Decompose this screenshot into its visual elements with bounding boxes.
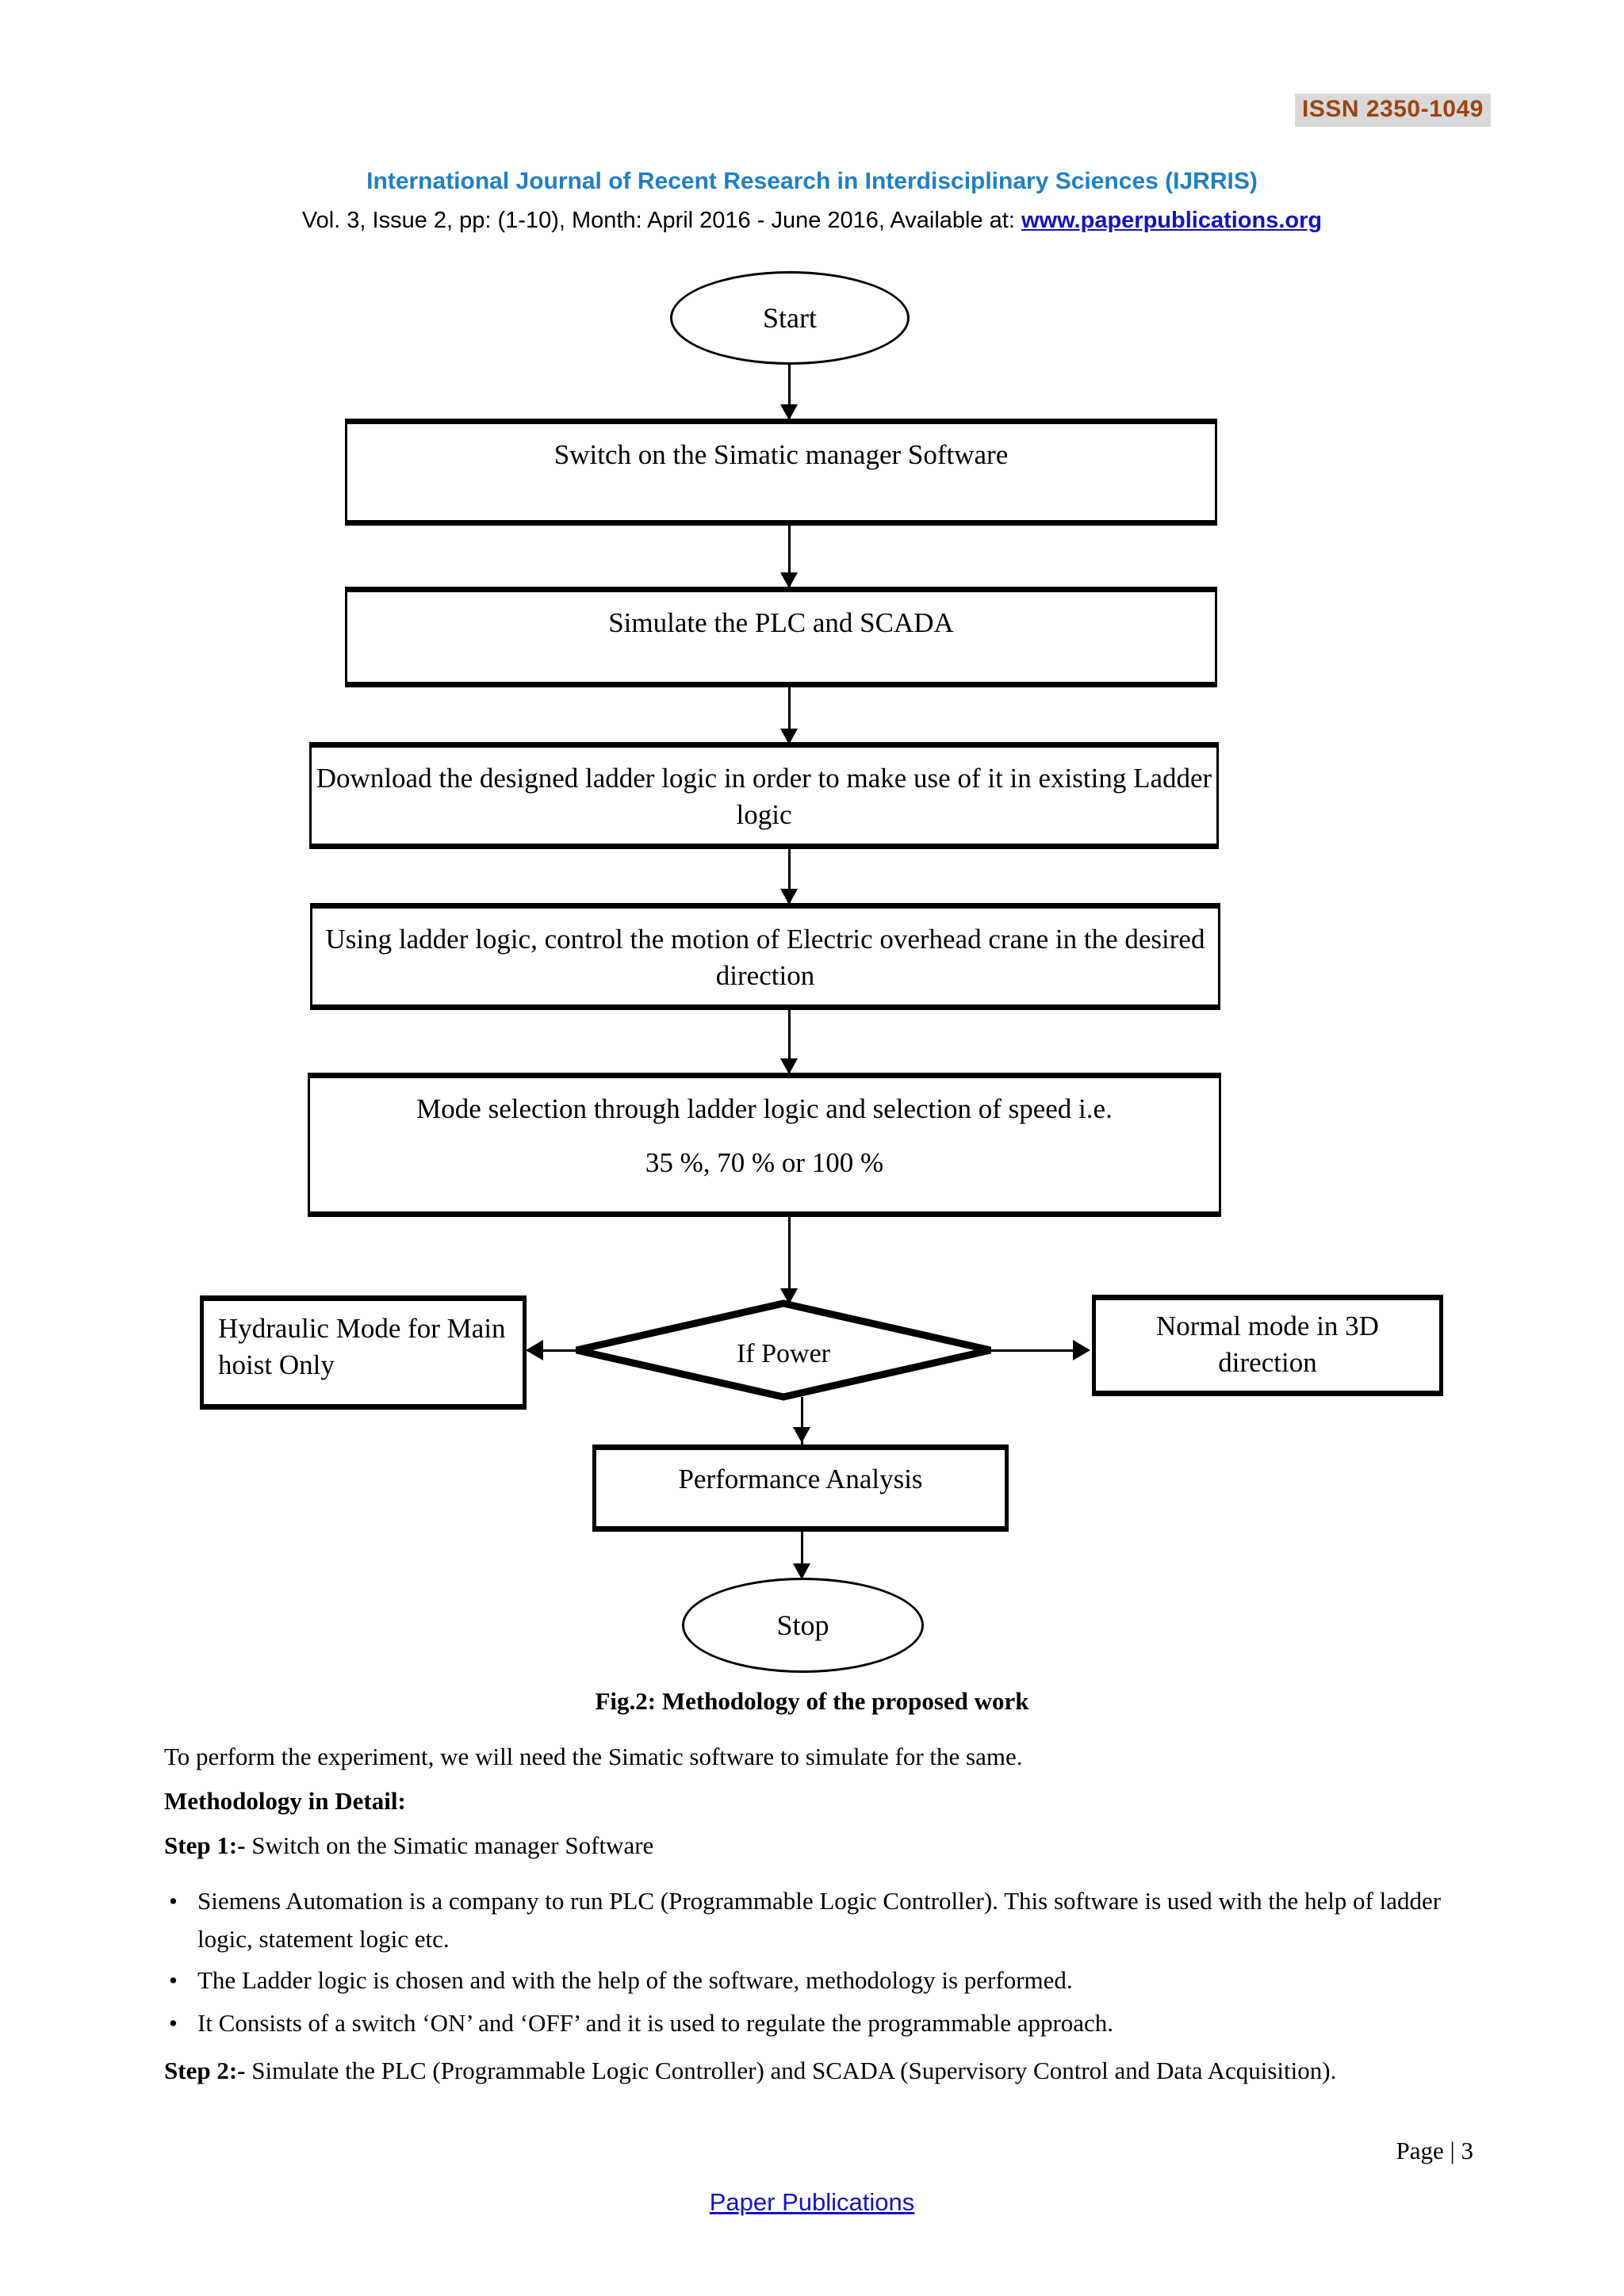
- arrowhead-stop: [793, 1563, 810, 1579]
- step-2-label: Step 2:-: [164, 2057, 246, 2084]
- flowchart-performance-box: Performance Analysis: [592, 1445, 1009, 1532]
- flowchart-start-node: Start: [670, 271, 910, 365]
- connector-decision-to-left: [527, 1349, 578, 1352]
- issn-badge: ISSN 2350-1049: [1295, 94, 1491, 127]
- journal-issue-text: Vol. 3, Issue 2, pp: (1-10), Month: Apri…: [301, 208, 1021, 233]
- connector-start-to-step1: [788, 365, 791, 419]
- bullet-glyph-icon: •: [169, 2009, 178, 2037]
- flowchart-branch-right-label: Normal mode in 3D direction: [1156, 1311, 1379, 1379]
- flowchart-step-3-box: Download the designed ladder logic in or…: [309, 742, 1219, 849]
- arrowhead-performance: [793, 1427, 810, 1443]
- step-2-text: Simulate the PLC (Programmable Logic Con…: [245, 2057, 1337, 2084]
- bullet-glyph-icon: •: [169, 1966, 178, 1994]
- flowchart-branch-left-box: Hydraulic Mode for Main hoist Only: [200, 1295, 527, 1410]
- bullet-glyph-icon: •: [169, 1887, 178, 1915]
- figure-caption: Fig.2: Methodology of the proposed work: [595, 1687, 1029, 1715]
- flowchart-branch-left-label: Hydraulic Mode for Main hoist Only: [218, 1313, 506, 1381]
- connector-performance-to-stop: [801, 1532, 803, 1581]
- connector-step4-to-step5: [788, 1010, 791, 1073]
- connector-step2-to-step3: [788, 687, 791, 743]
- methodology-heading: Methodology in Detail:: [164, 1787, 406, 1815]
- bullet-text: Siemens Automation is a company to run P…: [197, 1887, 1442, 1954]
- flowchart-decision-diamond: If Power: [573, 1299, 994, 1401]
- flowchart-performance-label: Performance Analysis: [678, 1464, 923, 1494]
- flowchart-step-1-box: Switch on the Simatic manager Software: [345, 419, 1217, 526]
- flowchart-step-5-line2: 35 %, 70 % or 100 %: [645, 1147, 884, 1179]
- step-2-paragraph: Step 2:- Simulate the PLC (Programmable …: [164, 2053, 1465, 2089]
- flowchart-start-label: Start: [763, 302, 817, 334]
- flowchart-step-5-line1: Mode selection through ladder logic and …: [416, 1093, 1113, 1124]
- arrowhead-step1: [780, 404, 798, 420]
- flowchart-step-1-label: Switch on the Simatic manager Software: [553, 439, 1009, 470]
- flowchart-stop-label: Stop: [776, 1609, 829, 1641]
- diamond-shape-icon: [576, 1299, 991, 1401]
- flowchart-step-4-label: Using ladder logic, control the motion o…: [325, 924, 1205, 992]
- flowchart-stop-node: Stop: [682, 1578, 924, 1673]
- arrowhead-left-branch: [526, 1340, 543, 1360]
- bullet-text: The Ladder logic is chosen and with the …: [197, 1966, 1073, 1994]
- journal-issue-line: Vol. 3, Issue 2, pp: (1-10), Month: Apri…: [0, 208, 1624, 234]
- connector-decision-to-right: [990, 1349, 1074, 1352]
- flowchart-branch-right-box: Normal mode in 3D direction: [1092, 1295, 1443, 1396]
- connector-decision-to-performance: [801, 1397, 803, 1456]
- connector-step5-to-decision: [788, 1217, 791, 1304]
- flowchart-step-2-box: Simulate the PLC and SCADA: [345, 587, 1217, 687]
- journal-title: International Journal of Recent Research…: [366, 168, 1258, 194]
- flowchart-decision-label: If Power: [736, 1341, 831, 1363]
- bullet-item: • It Consists of a switch ‘ON’ and ‘OFF’…: [164, 2004, 1465, 2042]
- methodology-flowchart: Start Switch on the Simatic manager Soft…: [200, 271, 1443, 1673]
- arrowhead-step4: [780, 889, 798, 905]
- bullet-item: • The Ladder logic is chosen and with th…: [164, 1961, 1465, 1999]
- flowchart-step-4-box: Using ladder logic, control the motion o…: [310, 903, 1220, 1010]
- flowchart-step-3-label: Download the designed ladder logic in or…: [316, 763, 1212, 831]
- journal-website-link[interactable]: www.paperpublications.org: [1021, 208, 1323, 233]
- flowchart-step-2-label: Simulate the PLC and SCADA: [608, 607, 954, 638]
- footer-paper-publications-link[interactable]: Paper Publications: [709, 2188, 915, 2216]
- page-number: Page | 3: [1396, 2137, 1473, 2164]
- connector-step1-to-step2: [788, 526, 791, 587]
- flowchart-step-5-box: Mode selection through ladder logic and …: [308, 1073, 1221, 1217]
- arrowhead-right-branch: [1073, 1340, 1090, 1360]
- connector-step3-to-step4: [788, 849, 791, 903]
- intro-paragraph: To perform the experiment, we will need …: [164, 1743, 1023, 1770]
- arrowhead-step5: [780, 1058, 798, 1074]
- step-1-label: Step 1:-: [164, 1831, 246, 1859]
- arrowhead-step3: [780, 729, 798, 744]
- step-1-text: Switch on the Simatic manager Software: [245, 1831, 654, 1859]
- bullet-text: It Consists of a switch ‘ON’ and ‘OFF’ a…: [197, 2009, 1114, 2037]
- bullet-item: • Siemens Automation is a company to run…: [164, 1882, 1465, 1958]
- arrowhead-step2: [780, 572, 798, 588]
- step-1-paragraph: Step 1:- Switch on the Simatic manager S…: [164, 1828, 1465, 1864]
